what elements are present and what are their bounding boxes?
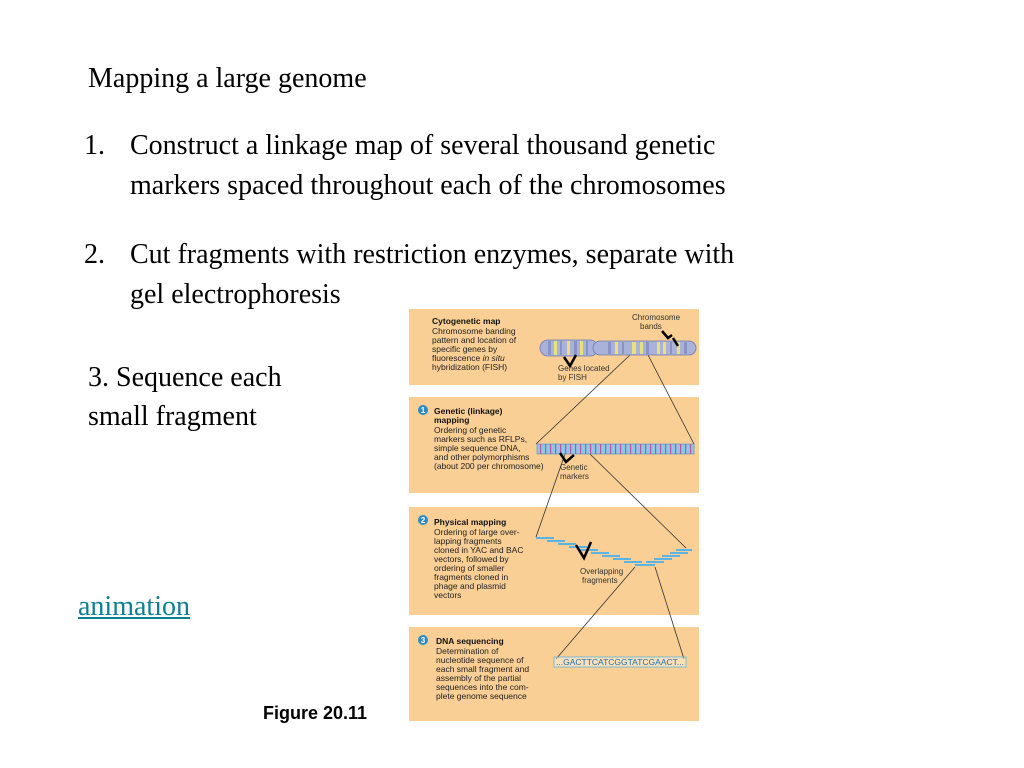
checkmark-mark	[661, 330, 680, 347]
slide-title: Mapping a large genome	[88, 63, 367, 94]
linkage-desc-3: simple sequence DNA,	[434, 443, 520, 453]
step-2-number: 2	[421, 516, 426, 525]
marker-tick	[675, 444, 677, 454]
item-1-line-1: Construct a linkage map of several thous…	[130, 130, 716, 161]
sequencing-panel	[409, 627, 699, 721]
sequencing-desc-2: nucleotide sequence of	[436, 655, 524, 665]
overlapping-fragments	[536, 537, 692, 566]
zoom-connector-lines	[535, 354, 695, 660]
marker-tick	[540, 444, 542, 454]
item-3-line-2: small fragment	[88, 401, 257, 432]
linkage-desc-4: and other polymorphisms	[434, 452, 529, 462]
marker-tick	[685, 444, 687, 454]
marker-tick	[655, 444, 657, 454]
item-1-number: 1.	[84, 130, 105, 161]
marker-tick	[610, 444, 612, 454]
chromosome-bands-label-2: bands	[640, 322, 662, 331]
cytogenetic-desc-4b: in situ	[483, 353, 505, 363]
physical-desc-4: vectors, followed by	[434, 554, 509, 564]
step-3-badge	[418, 635, 428, 645]
linkage-desc-1: Ordering of genetic	[434, 425, 507, 435]
checkmark-mark	[574, 541, 593, 561]
item-3-line-1: 3. Sequence each	[88, 362, 282, 393]
genes-fish-label-1: Genes located	[558, 364, 610, 373]
marker-tick	[570, 444, 572, 454]
genetic-marker-bar	[536, 443, 695, 455]
cytogenetic-desc-4a: fluorescence	[432, 353, 480, 363]
linkage-heading-2: mapping	[434, 415, 469, 425]
marker-tick	[630, 444, 632, 454]
step-1-number: 1	[421, 406, 426, 415]
physical-desc-8: vectors	[434, 590, 461, 600]
marker-tick	[590, 444, 592, 454]
checkmark-mark	[562, 354, 578, 369]
marker-tick	[600, 444, 602, 454]
marker-tick	[645, 444, 647, 454]
step-1-badge	[418, 405, 428, 415]
marker-tick	[580, 444, 582, 454]
physical-desc-6: fragments cloned in	[434, 572, 508, 582]
sequencing-heading: DNA sequencing	[436, 636, 504, 646]
marker-tick	[595, 444, 597, 454]
chromosome-bands-label-1: Chromosome	[632, 313, 681, 322]
animation-link[interactable]: animation	[78, 591, 190, 622]
cytogenetic-desc-3: specific genes by	[432, 344, 498, 354]
overlapping-fragments-label-1: Overlapping	[580, 567, 623, 576]
chromosome	[539, 339, 697, 357]
linkage-desc-2: markers such as RFLPs,	[434, 434, 527, 444]
figure-caption: Figure 20.11	[263, 703, 368, 723]
linkage-heading-1: Genetic (linkage)	[434, 406, 503, 416]
sequencing-desc-6: plete genome sequence	[436, 691, 527, 701]
overlapping-fragments-label-2: fragments	[582, 576, 618, 585]
marker-tick	[575, 444, 577, 454]
physical-desc-7: phage and plasmid	[434, 581, 506, 591]
marker-tick	[555, 444, 557, 454]
marker-tick	[625, 444, 627, 454]
marker-tick	[640, 444, 642, 454]
item-2-line-1: Cut fragments with restriction enzymes, …	[130, 239, 735, 270]
cytogenetic-desc-1: Chromosome banding	[432, 326, 516, 336]
marker-tick	[605, 444, 607, 454]
marker-tick	[565, 444, 567, 454]
item-1-line-2: markers spaced throughout each of the ch…	[130, 170, 726, 201]
marker-tick	[635, 444, 637, 454]
step-3-number: 3	[421, 636, 426, 645]
cytogenetic-heading: Cytogenetic map	[432, 316, 501, 326]
genetic-markers-label-2: markers	[560, 472, 589, 481]
sequencing-desc-1: Determination of	[436, 646, 499, 656]
sequencing-desc-4: assembly of the partial	[436, 673, 521, 683]
item-2-number: 2.	[84, 239, 105, 270]
genetic-markers-label-1: Genetic	[560, 463, 588, 472]
linkage-desc-5: (about 200 per chromosome)	[434, 461, 544, 471]
cytogenetic-desc-5: hybridization (FISH)	[432, 362, 507, 372]
dna-sequence: ...GACTTCATCGGTATCGAACT...	[556, 657, 684, 667]
genome-mapping-figure: Cytogenetic map Chromosome banding patte…	[409, 309, 699, 721]
marker-tick	[585, 444, 587, 454]
marker-tick	[680, 444, 682, 454]
marker-tick	[690, 444, 692, 454]
physical-desc-5: ordering of smaller	[434, 563, 505, 573]
physical-desc-1: Ordering of large over-	[434, 527, 520, 537]
genes-fish-label-2: by FISH	[558, 373, 587, 382]
physical-desc-2: lapping fragments	[434, 536, 502, 546]
physical-desc-3: cloned in YAC and BAC	[434, 545, 523, 555]
checkmark-mark	[558, 452, 575, 464]
item-2-line-2: gel electrophoresis	[130, 279, 341, 310]
marker-tick	[560, 444, 562, 454]
marker-tick	[615, 444, 617, 454]
cytogenetic-desc-4: fluorescence in situ	[432, 353, 505, 363]
marker-tick	[650, 444, 652, 454]
sequencing-desc-5: sequences into the com-	[436, 682, 529, 692]
step-2-badge	[418, 515, 428, 525]
marker-tick	[670, 444, 672, 454]
cytogenetic-desc-2: pattern and location of	[432, 335, 517, 345]
marker-tick	[550, 444, 552, 454]
marker-tick	[660, 444, 662, 454]
sequence-box	[553, 656, 687, 668]
physical-heading: Physical mapping	[434, 517, 506, 527]
marker-tick	[665, 444, 667, 454]
marker-tick	[620, 444, 622, 454]
sequencing-desc-3: each small fragment and	[436, 664, 529, 674]
marker-tick	[545, 444, 547, 454]
